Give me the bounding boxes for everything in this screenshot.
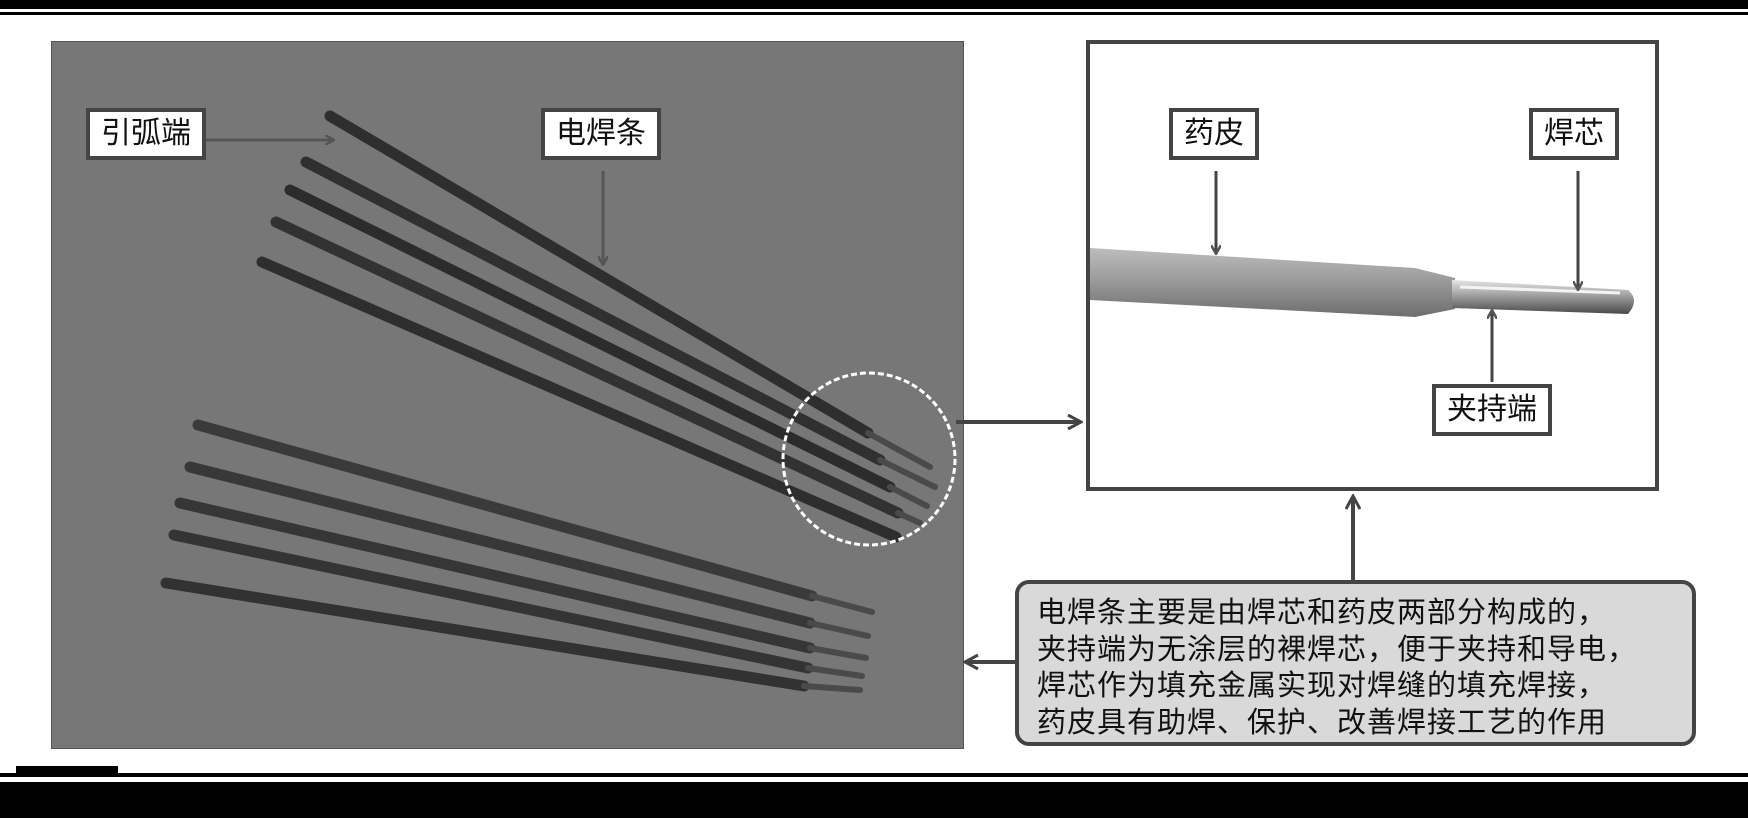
description-line: 电焊条主要是由焊芯和药皮两部分构成的， xyxy=(1037,595,1608,629)
coating-label: 药皮 xyxy=(1169,108,1259,160)
electrode-rod xyxy=(174,497,816,654)
electrode-tip xyxy=(807,645,869,661)
coating-section xyxy=(1090,248,1455,317)
top-band-thin xyxy=(0,12,1748,15)
electrode-rod xyxy=(270,216,904,519)
bottom-left-bar xyxy=(16,766,118,773)
bottom-right-block xyxy=(1545,800,1685,818)
description-line: 药皮具有助焊、保护、改善焊接工艺的作用 xyxy=(1037,704,1608,739)
electrode-tip xyxy=(801,683,863,693)
electrode-rod xyxy=(284,184,896,493)
electrode-tip xyxy=(865,430,933,470)
electrode-rod xyxy=(160,577,810,692)
description-line: 夹持端为无涂层的裸焊芯，便于夹持和导电， xyxy=(1037,631,1638,666)
electrode-rod xyxy=(168,529,814,674)
electrode-tip xyxy=(807,620,871,639)
core-section xyxy=(1452,280,1634,314)
electrode-tip xyxy=(877,457,938,490)
description-line: 焊芯作为填充金属实现对焊缝的填充焊接， xyxy=(1037,668,1608,702)
highlight-circle xyxy=(781,371,957,547)
bottom-band-thin xyxy=(0,773,1748,777)
arc-end-label: 引弧端 xyxy=(86,108,206,160)
electrode-rod xyxy=(300,156,886,466)
electrode-tip xyxy=(895,510,923,526)
core-label: 焊芯 xyxy=(1529,108,1619,160)
lower-electrode-bundle xyxy=(160,419,875,693)
electrode-rod xyxy=(324,110,874,439)
electrode-tip xyxy=(809,593,875,615)
electrode-rod xyxy=(192,419,818,602)
core-highlight xyxy=(1459,285,1621,295)
bottom-band xyxy=(0,782,1748,818)
electrode-label: 电焊条 xyxy=(541,108,661,160)
electrode-tip xyxy=(805,665,865,679)
description-box: 电焊条主要是由焊芯和药皮两部分构成的， 夹持端为无涂层的裸焊芯，便于夹持和导电，… xyxy=(1015,580,1696,746)
top-band xyxy=(0,0,1748,9)
electrode-rod xyxy=(184,461,816,629)
clamp-end-label: 夹持端 xyxy=(1432,384,1552,436)
closeup-electrode xyxy=(1090,248,1634,317)
electrode-tip xyxy=(887,484,930,509)
